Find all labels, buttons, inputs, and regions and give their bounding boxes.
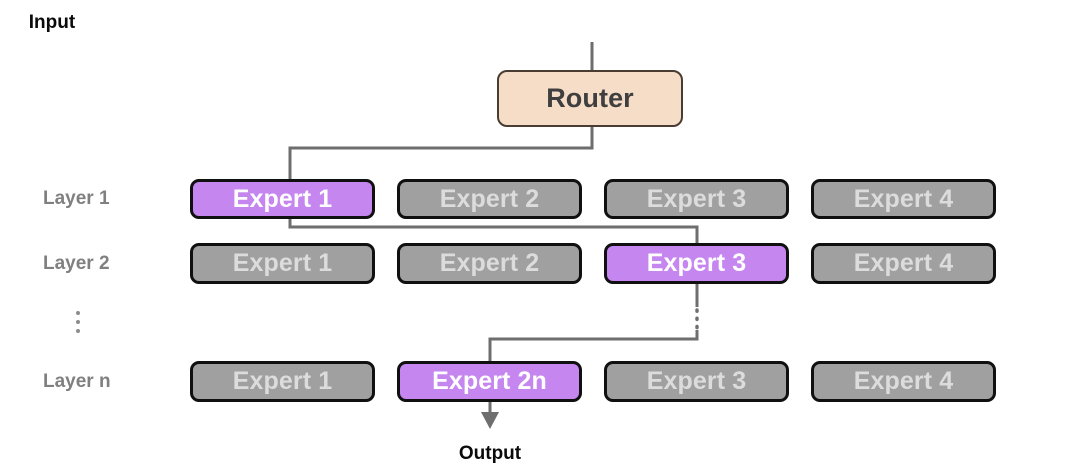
expert-node-layer2-2[interactable]: Expert 2 bbox=[397, 243, 582, 284]
wire-router-to-layer1-expert1 bbox=[288, 126, 594, 180]
expert-label: Expert 1 bbox=[232, 184, 333, 213]
expert-node-layer1-3[interactable]: Expert 3 bbox=[604, 179, 789, 219]
expert-label: Expert 1 bbox=[232, 367, 333, 395]
expert-label: Expert 4 bbox=[853, 249, 954, 277]
expert-label: Expert 2 bbox=[439, 184, 540, 213]
expert-label: Expert 2n bbox=[432, 367, 547, 395]
expert-node-layer2-3[interactable]: Expert 3 bbox=[604, 243, 789, 284]
router-label: Router bbox=[546, 83, 634, 113]
expert-node-layern-3[interactable]: Expert 3 bbox=[604, 361, 789, 402]
input-label-text: Input bbox=[28, 12, 76, 33]
expert-node-layer1-4[interactable]: Expert 4 bbox=[811, 179, 996, 219]
expert-label: Expert 1 bbox=[232, 249, 333, 277]
expert-label: Expert 3 bbox=[646, 249, 747, 277]
expert-label: Expert 4 bbox=[853, 184, 954, 213]
router-node[interactable]: Router bbox=[497, 70, 683, 127]
layer-label-1: Layer 1 bbox=[43, 188, 110, 209]
wire-layer1-expert1-to-layer2-expert3 bbox=[288, 218, 699, 244]
expert-label: Expert 3 bbox=[646, 184, 747, 213]
output-label-text: Output bbox=[458, 443, 522, 464]
expert-node-layern-4[interactable]: Expert 4 bbox=[811, 361, 996, 402]
wire-to-layer-n-expert-2n bbox=[488, 330, 699, 362]
expert-node-layer1-2[interactable]: Expert 2 bbox=[397, 179, 582, 219]
layer-label-2: Layer 2 bbox=[43, 253, 110, 274]
expert-node-layern-2[interactable]: Expert 2n bbox=[397, 361, 582, 402]
expert-label: Expert 3 bbox=[646, 367, 747, 395]
expert-label: Expert 2 bbox=[439, 249, 540, 277]
output-label: Output bbox=[430, 443, 550, 465]
input-label: Input bbox=[0, 12, 592, 34]
expert-label: Expert 4 bbox=[853, 367, 954, 395]
expert-node-layern-1[interactable]: Expert 1 bbox=[190, 361, 375, 402]
output-arrowhead bbox=[481, 412, 499, 429]
expert-node-layer2-4[interactable]: Expert 4 bbox=[811, 243, 996, 284]
expert-node-layer2-1[interactable]: Expert 1 bbox=[190, 243, 375, 284]
layer-label-n: Layer n bbox=[43, 371, 111, 392]
vertical-ellipsis-icon bbox=[76, 311, 80, 338]
expert-node-layer1-1[interactable]: Expert 1 bbox=[190, 179, 375, 219]
